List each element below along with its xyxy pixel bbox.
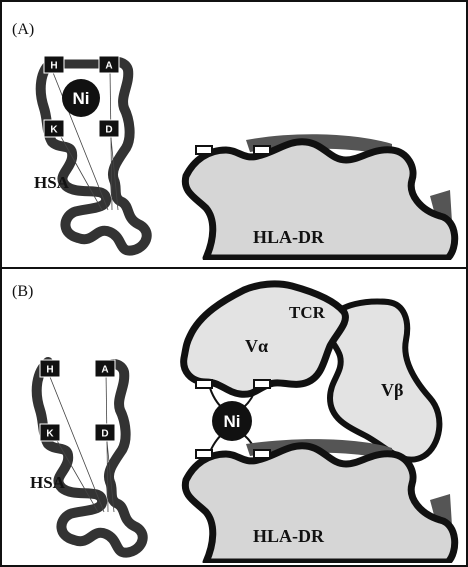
valpha-label: Vα: [245, 336, 268, 356]
svg-text:H: H: [46, 365, 53, 376]
svg-text:K: K: [50, 125, 58, 136]
hla-dr-label-a: HLA-DR: [253, 227, 325, 247]
residue-box-d-b: D: [95, 424, 115, 441]
ni-node-a: Ni: [62, 79, 100, 117]
binding-slot-b3: [196, 450, 212, 458]
binding-slot-b4: [254, 450, 270, 458]
svg-text:Ni: Ni: [73, 89, 90, 108]
svg-text:H: H: [50, 61, 57, 72]
ni-node-b: Ni: [212, 401, 252, 441]
binding-slot-b2: [254, 380, 270, 388]
svg-text:K: K: [46, 429, 54, 440]
svg-text:D: D: [101, 429, 108, 440]
residue-box-h-b: H: [40, 360, 60, 377]
svg-text:Ni: Ni: [224, 412, 241, 431]
svg-text:A: A: [101, 365, 108, 376]
vbeta-label: Vβ: [381, 380, 403, 400]
panel-b: (B) H A K D HSA TCR Vα: [0, 283, 468, 566]
binding-slot-b1: [196, 380, 212, 388]
residue-box-k-a: K: [44, 120, 64, 137]
panel-b-label: (B): [12, 283, 33, 300]
svg-text:A: A: [105, 61, 112, 72]
binding-slot-a1: [196, 146, 212, 154]
residue-box-h-a: H: [44, 56, 64, 73]
hla-dr-clip-a: [0, 260, 468, 266]
hsa-label-a: HSA: [34, 173, 70, 192]
panel-a-label: (A): [12, 21, 34, 38]
hla-dr-label-b: HLA-DR: [253, 526, 325, 546]
binding-slot-a2: [254, 146, 270, 154]
hsa-label-b: HSA: [30, 473, 66, 492]
svg-text:D: D: [105, 125, 112, 136]
residue-box-k-b: K: [40, 424, 60, 441]
tcr-label: TCR: [289, 303, 326, 322]
residue-box-a-b: A: [95, 360, 115, 377]
residue-box-a-a: A: [99, 56, 119, 73]
residue-box-d-a: D: [99, 120, 119, 137]
hsa-ribbon-b: [37, 362, 143, 553]
panel-a: (A) H A K D Ni: [0, 21, 468, 266]
